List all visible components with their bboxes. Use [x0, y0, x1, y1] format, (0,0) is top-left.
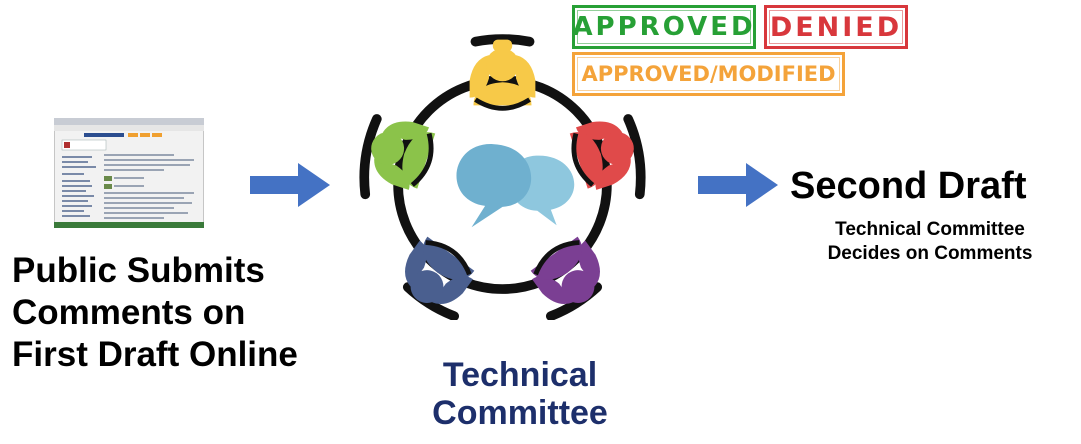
left-line-3: First Draft Online: [12, 335, 298, 374]
outer-arc-left: [359, 114, 382, 200]
outer-arc-right: [623, 114, 646, 200]
right-sub-line-2: Decides on Comments: [827, 243, 1033, 264]
website-screenshot-thumbnail: [54, 118, 204, 228]
center-title-line-1: Technical: [442, 356, 598, 394]
person-yellow: [469, 39, 536, 111]
second-draft-title: Second Draft: [790, 165, 1027, 207]
person-blue: [405, 236, 475, 305]
committee-table-graphic: [359, 34, 646, 320]
outer-arc-top: [470, 34, 535, 47]
left-line-1: Public Submits: [12, 251, 265, 290]
second-draft-subtitle: Technical Committee Decides on Comments: [790, 218, 1070, 266]
approved-stamp: APPROVED: [572, 5, 756, 49]
right-arrow-icon: [250, 163, 330, 207]
denied-stamp: DENIED: [764, 5, 908, 49]
right-sub-line-1: Technical Committee: [835, 219, 1025, 240]
public-submits-text: Public Submits Comments on First Draft O…: [12, 250, 342, 376]
center-title-line-2: Committee: [432, 394, 608, 432]
outer-arc-bottomleft: [402, 282, 459, 320]
outer-arc-bottomright: [546, 282, 603, 320]
person-green: [371, 121, 436, 190]
technical-committee-title: Technical Committee: [390, 356, 650, 432]
right-arrow-icon: [698, 163, 778, 207]
person-purple: [530, 236, 600, 305]
speech-bubbles-icon: [456, 144, 575, 228]
approved-modified-stamp: APPROVED/MODIFIED: [572, 52, 845, 96]
person-red: [569, 121, 634, 190]
left-line-2: Comments on: [12, 293, 246, 332]
